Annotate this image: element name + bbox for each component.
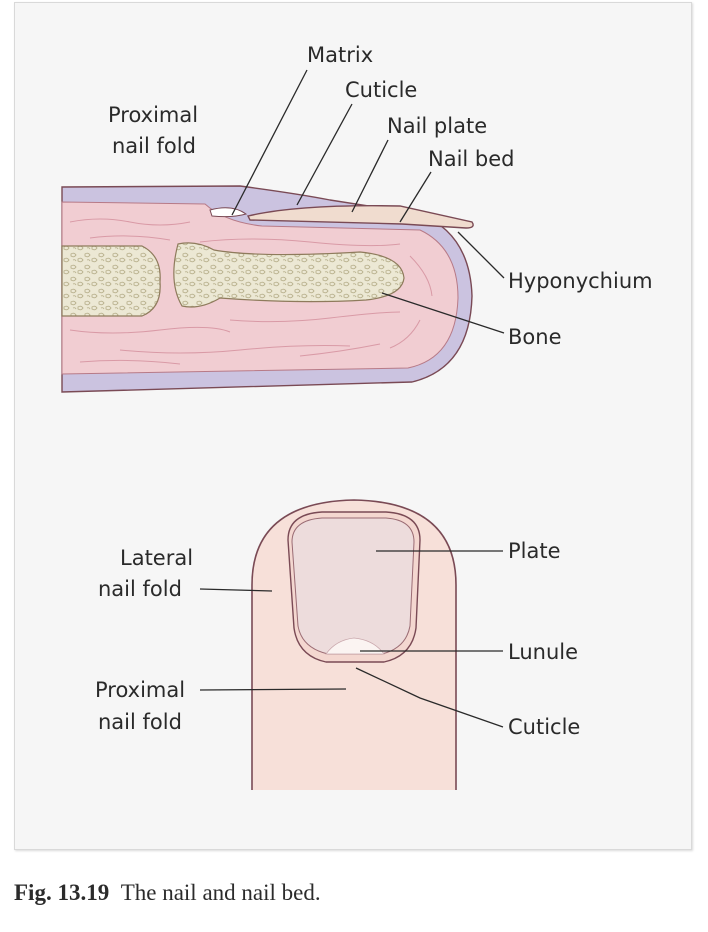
label-lunule: Lunule	[508, 640, 578, 664]
label-lateral-nail-fold-1: Lateral	[120, 546, 193, 570]
leader-lateral-fold	[199, 588, 273, 592]
nail-plate	[246, 205, 474, 229]
label-nail-bed: Nail bed	[428, 147, 515, 171]
label-matrix: Matrix	[307, 43, 373, 67]
label-proximal-nail-fold-1: Proximal	[108, 103, 198, 127]
middle-phalanx-bone	[61, 245, 161, 317]
proximal-fold-lip	[209, 207, 248, 218]
distal-phalanx-bone	[173, 242, 405, 308]
nail-diagram: Proximal nail fold Matrix Cuticle Nail p…	[61, 43, 653, 790]
caption-number: Fig. 13.19	[14, 880, 110, 905]
label-proximal-nail-fold-2: nail fold	[112, 134, 196, 158]
label-cuticle-top: Cuticle	[508, 715, 580, 739]
lunule	[325, 637, 385, 655]
label-bone: Bone	[508, 325, 561, 349]
leader-bone	[381, 292, 505, 334]
label-proximal-nail-fold-top-1: Proximal	[95, 678, 185, 702]
nail-plate-top	[291, 517, 415, 655]
leader-hyponychium	[457, 231, 505, 279]
top-view-section	[251, 499, 457, 790]
label-nail-plate: Nail plate	[387, 114, 487, 138]
side-view-labels: Proximal nail fold Matrix Cuticle Nail p…	[108, 43, 653, 349]
dermis-texture	[69, 218, 433, 365]
label-lateral-nail-fold-2: nail fold	[98, 577, 182, 601]
figure-caption: Fig. 13.19 The nail and nail bed.	[14, 880, 321, 906]
leader-proximal-fold-top	[199, 688, 347, 691]
label-cuticle-side: Cuticle	[345, 78, 417, 102]
label-plate: Plate	[508, 539, 561, 563]
label-proximal-nail-fold-top-2: nail fold	[98, 710, 182, 734]
top-view-labels: Lateral nail fold Proximal nail fold Pla…	[95, 539, 580, 739]
leader-nail-plate	[351, 139, 389, 213]
leader-nail-bed	[399, 171, 432, 223]
side-view-section	[61, 185, 474, 393]
leader-cuticle-top	[355, 667, 504, 728]
label-hyponychium: Hyponychium	[508, 269, 653, 293]
leader-cuticle-side	[296, 103, 353, 206]
caption-text: The nail and nail bed.	[120, 880, 321, 905]
leader-matrix	[231, 69, 308, 216]
